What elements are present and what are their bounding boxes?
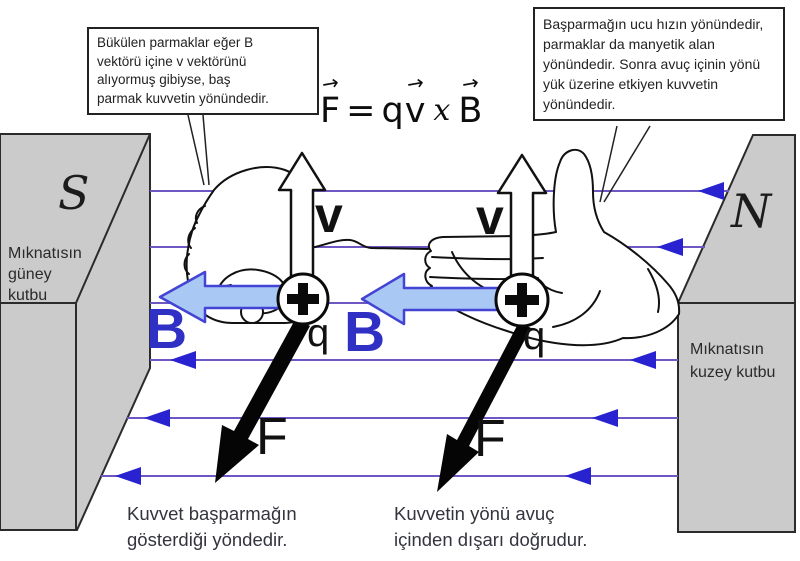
formula: → F = q → v x → B	[319, 69, 483, 131]
formula-cross: x	[433, 93, 451, 128]
b-label-left: B	[146, 297, 188, 361]
south-magnet	[0, 133, 151, 531]
north-magnet-label: Mıknatısın kuzey kutbu	[690, 341, 776, 381]
v-label-left: v	[315, 187, 343, 243]
formula-term-f: → F	[319, 69, 341, 131]
formula-term-b: → B	[458, 69, 483, 131]
vector-arrow-icon: →	[404, 69, 426, 97]
vector-arrow-icon: →	[319, 69, 341, 97]
f-label-left: F	[256, 408, 288, 466]
force-arrow-left	[215, 318, 310, 483]
left-callout-box: Bükülen parmaklar eğer B vektörü içine v…	[87, 27, 319, 115]
right-caption: Kuvvetin yönü avuç içinden dışarı doğrud…	[394, 503, 588, 550]
positive-charge-right	[494, 272, 550, 328]
formula-term-q: q	[381, 91, 404, 131]
vector-arrow-icon: →	[459, 69, 481, 97]
south-pole-letter: S	[58, 166, 90, 220]
right-callout-leader	[599, 125, 651, 203]
formula-term-v: → v	[404, 69, 426, 131]
positive-charge-left	[276, 272, 330, 326]
north-magnet	[677, 134, 796, 533]
q-label-right: q	[523, 314, 546, 358]
force-arrow-right	[437, 322, 531, 492]
right-callout-box: Başparmağın ucu hızın yönündedir, parmak…	[533, 7, 785, 121]
formula-equals: =	[346, 91, 376, 131]
q-label-left: q	[307, 311, 330, 355]
left-caption: Kuvvet başparmağın gösterdiği yöndedir.	[127, 503, 297, 550]
b-label-right: B	[344, 300, 386, 364]
north-pole-letter: N	[731, 184, 772, 238]
v-label-right: v	[476, 189, 504, 245]
f-label-right: F	[474, 410, 506, 468]
south-magnet-label: Mıknatısın güney kutbu	[8, 245, 82, 304]
left-callout-leader	[187, 114, 210, 186]
